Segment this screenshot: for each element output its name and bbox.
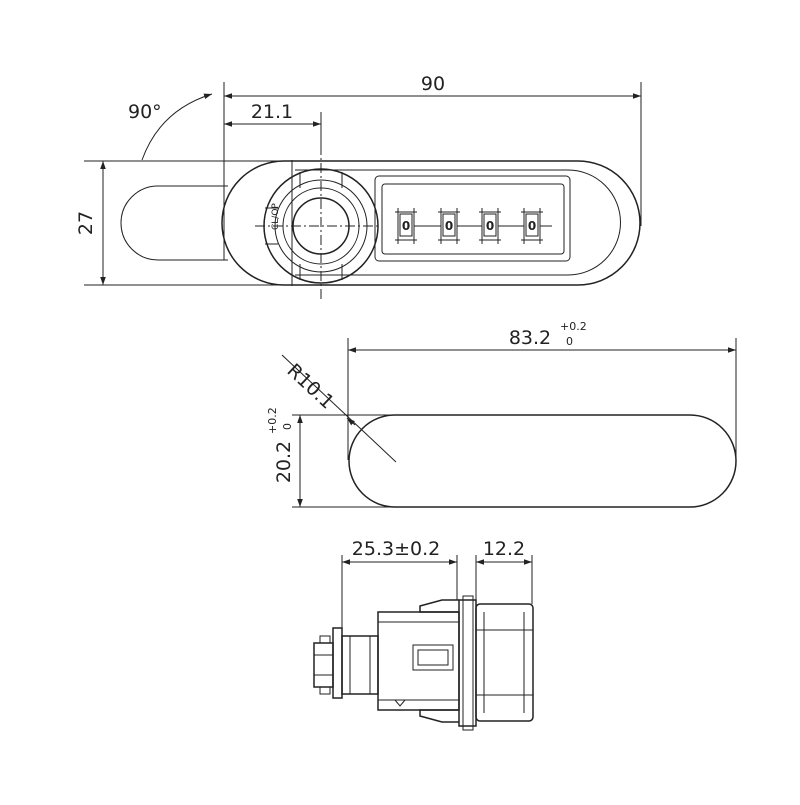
cutout-width-label: 83.2 — [509, 327, 551, 349]
dim-height-label: 27 — [75, 211, 97, 235]
bolt-tip-bottom — [319, 686, 331, 695]
cutout-height-tol-lower: 0 — [281, 423, 294, 430]
rotation-arrow — [141, 93, 213, 161]
dial-window — [374, 175, 571, 262]
dial-1-digit: 0 — [402, 219, 410, 233]
knob-side-marks — [265, 207, 278, 245]
handle-rotated-outline — [120, 185, 228, 261]
knob-grip — [299, 172, 343, 280]
side-body-length-label: 25.3±0.2 — [352, 538, 440, 560]
nut-facets — [314, 654, 333, 676]
cam — [332, 627, 343, 699]
cutout-height-label: 20.2 — [273, 441, 295, 483]
cutout-slot — [348, 414, 737, 508]
lock-body-outer — [221, 160, 641, 286]
dial-4[interactable]: 0 — [521, 208, 543, 244]
dial-window-inner — [381, 183, 565, 255]
dim-width-label: 90 — [421, 73, 445, 95]
body-housing-lines — [378, 621, 459, 701]
rotation-label: 90° — [128, 101, 162, 123]
cutout-height-tol-upper: +0.2 — [266, 407, 279, 434]
dial-3-digit: 0 — [486, 219, 494, 233]
shaft-detail — [349, 636, 371, 694]
cutout-width-tol-lower: 0 — [566, 335, 573, 348]
shaft — [341, 635, 379, 695]
knob-housing-detail — [476, 612, 533, 713]
side-window-inner — [417, 649, 449, 666]
cutout-view: 83.2 +0.2 0 R10.1 20.2 +0.2 0 — [266, 320, 737, 508]
lock-body-inner — [295, 169, 621, 276]
bolt-tip — [319, 635, 331, 644]
top-view: CL/OP 0 0 0 0 — [75, 73, 642, 300]
dial-4-digit: 0 — [528, 219, 536, 233]
nut — [313, 642, 334, 688]
radius-label: R10.1 — [283, 360, 339, 414]
flange-edge — [462, 595, 474, 731]
body-notch — [394, 699, 406, 707]
dial-2[interactable]: 0 — [438, 208, 460, 244]
dim-center-offset-label: 21.1 — [251, 101, 293, 123]
dial-1[interactable]: 0 — [395, 208, 417, 244]
cutout-width-tol-upper: +0.2 — [560, 320, 587, 333]
side-flange-length-label: 12.2 — [483, 538, 525, 560]
knob-mark-text: CL/OP — [271, 203, 281, 230]
radius-arrow — [346, 417, 356, 426]
dial-3[interactable]: 0 — [479, 208, 501, 244]
side-view: 25.3±0.2 12.2 — [313, 538, 534, 731]
radius-leader — [281, 354, 397, 463]
side-window — [412, 644, 454, 671]
dial-2-digit: 0 — [445, 219, 453, 233]
